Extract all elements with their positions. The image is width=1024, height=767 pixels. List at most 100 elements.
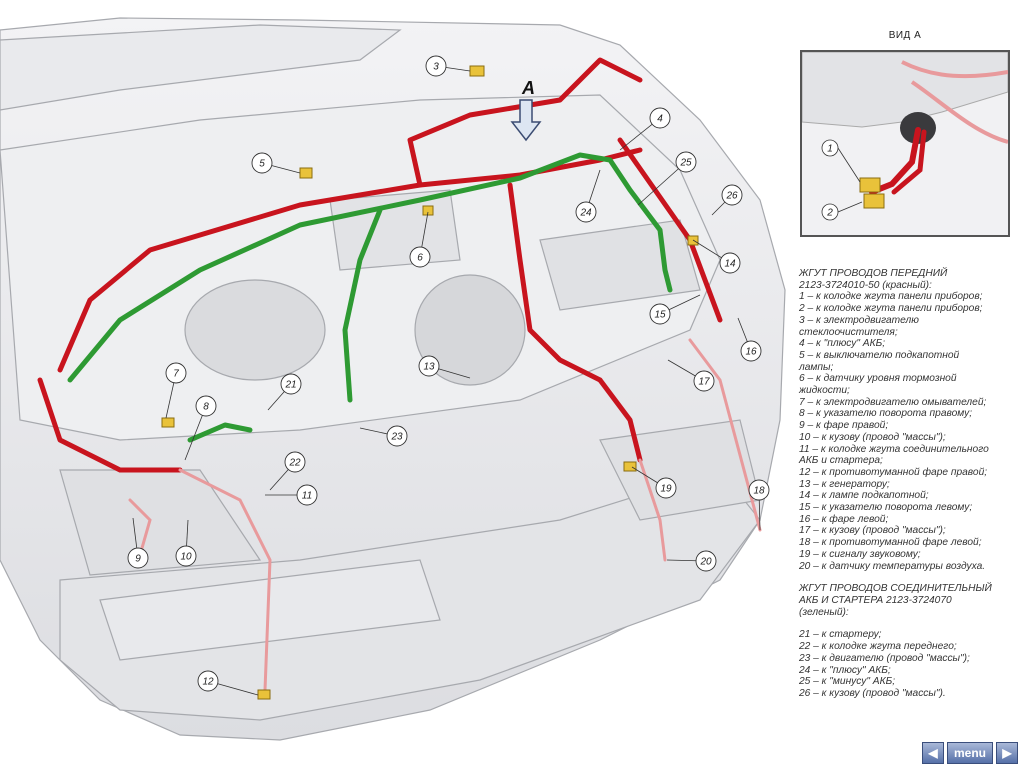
- callout-6: 6: [417, 253, 423, 264]
- legend-item: 22 – к колодке жгута переднего;: [799, 641, 957, 653]
- front-harness-faded: [128, 338, 762, 692]
- legend-item: 7 – к электродвигателю омывателей;: [799, 396, 987, 408]
- callout-circle: [719, 252, 741, 274]
- legend-item: 15 – к указателю поворота левому;: [799, 502, 973, 514]
- legend-header-line: АКБ И СТАРТЕРА 2123-3724070: [799, 594, 952, 606]
- callout-15: 15: [654, 310, 666, 321]
- callout-16: 16: [745, 347, 757, 358]
- callout-circle: [280, 373, 302, 395]
- legend-item: 12 – к противотуманной фаре правой;: [799, 466, 988, 478]
- callout-circle: [175, 545, 197, 567]
- callout-19: 19: [660, 484, 672, 495]
- legend-item: 16 – к фаре левой;: [799, 513, 889, 525]
- legend-header-line: ЖГУТ ПРОВОДОВ ПЕРЕДНИЙ: [799, 268, 948, 279]
- callout-circle: [721, 184, 743, 206]
- callout-circle: [740, 340, 762, 362]
- legend-item: 21 – к стартеру;: [799, 629, 882, 641]
- callout-4: 4: [657, 114, 663, 125]
- callout-circle: [695, 550, 717, 572]
- prev-arrow-button[interactable]: ◀: [922, 742, 944, 764]
- legend-item: 6 – к датчику уровня тормозной: [799, 373, 957, 385]
- callout-14: 14: [724, 259, 736, 270]
- inset-frame: 1 2: [800, 50, 1010, 237]
- connectors: [161, 65, 699, 700]
- legend-item: 24 – к "плюсу" АКБ;: [799, 664, 891, 676]
- callout-circle: [649, 303, 671, 325]
- callout-22: 22: [288, 458, 301, 469]
- callout-18: 18: [753, 486, 765, 497]
- callout-circle: [127, 547, 149, 569]
- callout-7: 7: [173, 369, 179, 380]
- callout-circle: [748, 479, 770, 501]
- callout-circle: [409, 246, 431, 268]
- inset-title: ВИД А: [888, 30, 922, 41]
- callout-circle: [251, 152, 273, 174]
- navigation-bar: ◀ menu ▶: [922, 742, 1018, 766]
- view-arrow-label: А: [521, 78, 535, 98]
- callout-3: 3: [433, 62, 439, 73]
- inset-callout-1: 1: [827, 144, 833, 155]
- legend-item: 4 – к "плюсу" АКБ;: [799, 338, 886, 350]
- legend-item: 9 – к фаре правой;: [799, 420, 889, 432]
- callout-11: 11: [302, 491, 312, 502]
- legend-item: 13 – к генератору;: [799, 478, 890, 490]
- callout-circle: [386, 425, 408, 447]
- legend-item: 25 – к "минусу" АКБ;: [799, 676, 896, 688]
- inset-view-a: ВИД А 1 2: [800, 30, 1010, 240]
- legend-item: 18 – к противотуманной фаре левой;: [799, 537, 982, 549]
- callout-23: 23: [390, 432, 403, 443]
- callout-circle: [649, 107, 671, 129]
- callout-circle: [425, 55, 447, 77]
- legend-item: 17 – к кузову (провод "массы");: [799, 525, 946, 537]
- callout-26: 26: [725, 191, 738, 202]
- legend-item: 26 – к кузову (провод "массы").: [799, 687, 946, 699]
- legend-item: 19 – к сигналу звуковому;: [799, 548, 921, 560]
- legend-item: 23 – к двигателю (провод "массы");: [799, 652, 970, 664]
- callout-21: 21: [284, 380, 296, 391]
- legend-item: 1 – к колодке жгута панели приборов;: [799, 291, 983, 303]
- legend-item: лампы;: [799, 361, 834, 373]
- front-harness-items: 1 – к колодке жгута панели приборов;2 – …: [799, 291, 1021, 572]
- callout-13: 13: [423, 362, 435, 373]
- legend-item: 2 – к колодке жгута панели приборов;: [799, 303, 983, 315]
- legend-item: 10 – к кузову (провод "массы");: [799, 431, 946, 443]
- legend-item: жидкости;: [799, 385, 850, 397]
- legend-item: 3 – к электродвигателю: [799, 314, 919, 326]
- callout-20: 20: [699, 557, 712, 568]
- legend-item: 8 – к указателю поворота правому;: [799, 408, 973, 420]
- callout-circle: [197, 670, 219, 692]
- callout-circle: [296, 484, 318, 506]
- view-arrow: А: [510, 78, 542, 142]
- callout-circle: [693, 370, 715, 392]
- callout-24: 24: [579, 208, 592, 219]
- menu-button[interactable]: menu: [947, 742, 993, 764]
- legend-item: АКБ и стартера;: [799, 455, 883, 467]
- callout-circle: [165, 362, 187, 384]
- callout-10: 10: [180, 552, 192, 563]
- callout-circle: [418, 355, 440, 377]
- connector-harness-items: 21 – к стартеру;22 – к колодке жгута пер…: [799, 629, 1021, 699]
- callout-9: 9: [135, 554, 141, 565]
- next-arrow-button[interactable]: ▶: [996, 742, 1018, 764]
- legend-item: 14 – к лампе подкапотной;: [799, 490, 929, 502]
- callout-5: 5: [259, 159, 265, 170]
- legend-header-line: ЖГУТ ПРОВОДОВ СОЕДИНИТЕЛЬНЫЙ: [799, 583, 992, 595]
- callout-circle: [575, 201, 597, 223]
- legend-item: 20 – к датчику температуры воздуха.: [799, 560, 986, 572]
- callout-circle: [195, 395, 217, 417]
- legend-item: 5 – к выключателю подкапотной: [799, 349, 960, 361]
- callout-17: 17: [698, 377, 710, 388]
- callout-25: 25: [679, 158, 692, 169]
- callout-circle: [655, 477, 677, 499]
- connector-harness: [67, 152, 673, 443]
- legend-item: стеклоочистителя;: [799, 326, 898, 338]
- callout-circle: [284, 451, 306, 473]
- callout-12: 12: [202, 677, 214, 688]
- legend-item: 11 – к колодке жгута соединительного: [799, 443, 989, 455]
- callout-leader: [637, 161, 687, 206]
